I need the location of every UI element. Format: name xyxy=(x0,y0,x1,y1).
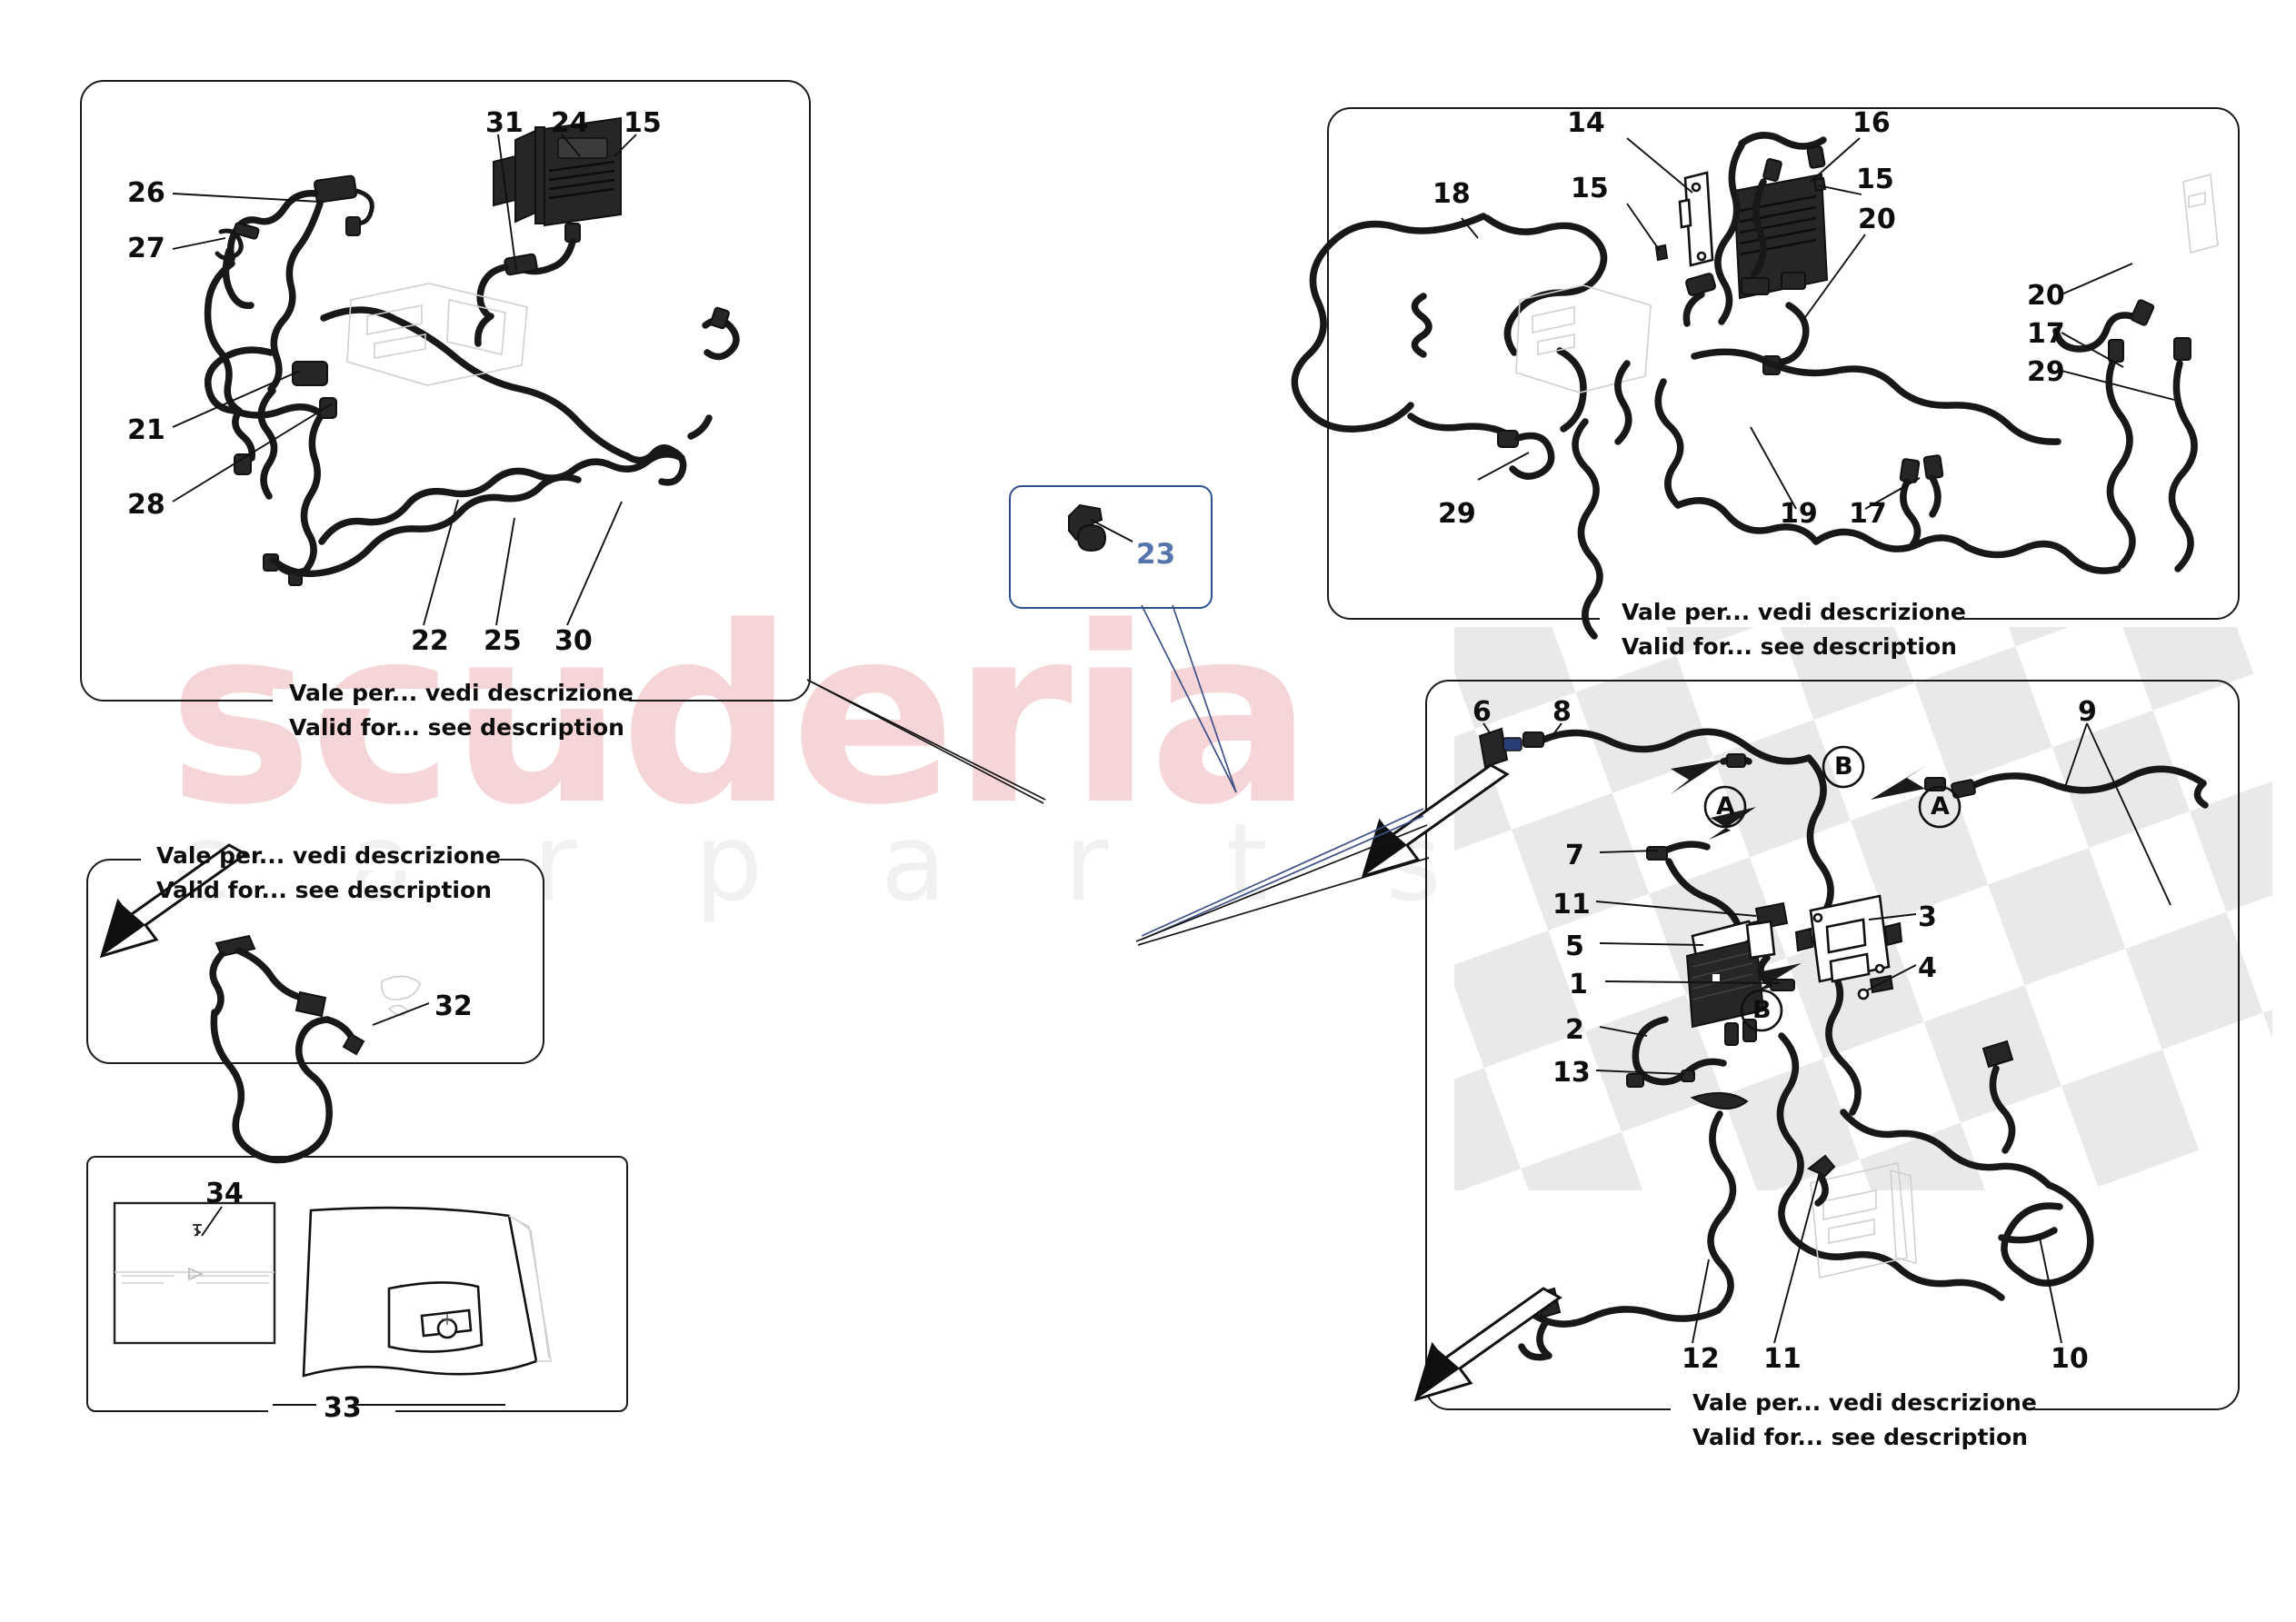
callout-20-top: 20 xyxy=(1858,204,1896,235)
callout-21: 21 xyxy=(127,414,165,446)
border-gap-mask xyxy=(1600,607,1963,627)
callout-9: 9 xyxy=(2078,696,2097,728)
callout-27: 27 xyxy=(127,233,165,264)
callout-14: 14 xyxy=(1567,107,1605,139)
callout-22: 22 xyxy=(411,625,449,657)
callout-29-left: 29 xyxy=(1438,498,1476,530)
panel-interior-caption-it: Vale per... vedi descrizione xyxy=(1692,1389,2037,1416)
panel-trim-cover xyxy=(86,1156,628,1412)
callout-30: 30 xyxy=(554,625,593,657)
callout-16: 16 xyxy=(1852,107,1891,139)
callout-32: 32 xyxy=(434,990,473,1022)
callout-33: 33 xyxy=(324,1392,362,1424)
callout-8: 8 xyxy=(1552,696,1572,728)
callout-11-upper: 11 xyxy=(1552,889,1591,920)
callout-13: 13 xyxy=(1552,1057,1591,1089)
callout-6: 6 xyxy=(1472,696,1492,728)
callout-28: 28 xyxy=(127,489,165,521)
panel-engine-caption-it: Vale per... vedi descrizione xyxy=(1622,599,1966,625)
callout-15-ecu: 15 xyxy=(1856,164,1894,195)
panel-front-caption-en: Valid for... see description xyxy=(289,714,624,741)
border-gap-mask xyxy=(273,689,629,709)
callout-15: 15 xyxy=(624,107,662,139)
callout-15-bracket: 15 xyxy=(1571,173,1609,204)
callout-34: 34 xyxy=(205,1178,244,1209)
panel-front-harness xyxy=(80,80,811,702)
section-marker-a-1: A xyxy=(1716,792,1735,821)
section-marker-a-2: A xyxy=(1931,792,1950,821)
border-gap-mask xyxy=(1671,1398,2034,1418)
callout-31: 31 xyxy=(485,107,524,139)
callout-11-lower: 11 xyxy=(1763,1343,1802,1375)
callout-20-right: 20 xyxy=(2027,280,2065,312)
callout-26: 26 xyxy=(127,177,165,209)
panel-interior-caption-en: Valid for... see description xyxy=(1692,1424,2028,1450)
callout-10: 10 xyxy=(2051,1343,2089,1375)
section-marker-b-1: B xyxy=(1834,752,1853,781)
panel-engine-caption-en: Valid for... see description xyxy=(1622,633,1957,660)
callout-23: 23 xyxy=(1136,538,1176,571)
callout-17-right: 17 xyxy=(2027,318,2065,350)
callout-7: 7 xyxy=(1565,840,1584,871)
callout-18: 18 xyxy=(1433,178,1471,210)
callout-19: 19 xyxy=(1780,498,1818,530)
panel-interior-harness xyxy=(1425,680,2240,1410)
panel-aux-caption-en: Valid for... see description xyxy=(156,877,492,903)
callout-3: 3 xyxy=(1918,901,1937,933)
callout-1: 1 xyxy=(1569,969,1588,1000)
callout-12: 12 xyxy=(1682,1343,1720,1375)
panel-clip xyxy=(1009,485,1213,609)
callout-24: 24 xyxy=(551,107,589,139)
callout-2: 2 xyxy=(1565,1014,1584,1046)
panel-front-caption-it: Vale per... vedi descrizione xyxy=(289,680,634,706)
callout-29-right: 29 xyxy=(2027,356,2065,388)
callout-17-pair: 17 xyxy=(1849,498,1887,530)
callout-25: 25 xyxy=(484,625,522,657)
callout-5: 5 xyxy=(1565,930,1584,962)
callout-4: 4 xyxy=(1918,952,1937,984)
section-marker-b-2: B xyxy=(1752,996,1772,1024)
panel-aux-caption-it: Vale per... vedi descrizione xyxy=(156,842,501,869)
